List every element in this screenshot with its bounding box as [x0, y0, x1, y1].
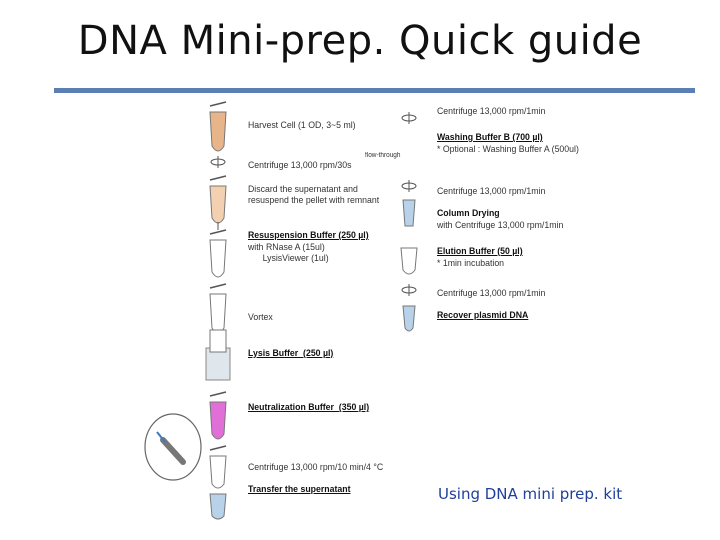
tube-neutralization-icon	[209, 445, 227, 489]
step-centrifuge-10min: Centrifuge 13,000 rpm/10 min/4 °C	[248, 462, 384, 473]
step-lysis-buffer: Lysis Buffer (250 µl)	[248, 348, 334, 359]
kit-note: Using DNA mini prep. kit	[438, 485, 623, 503]
right-tube-diagram	[400, 112, 418, 332]
tube-elution-icon	[400, 247, 418, 275]
rotor-icon	[401, 112, 417, 124]
flow-through-label: flow-through	[365, 152, 401, 159]
step-centrifuge-1min-c: Centrifuge 13,000 rpm/1min	[437, 288, 546, 299]
tube-resuspend-icon	[209, 229, 227, 278]
step-discard-supernatant: Discard the supernatant and resuspend th…	[248, 184, 380, 206]
step-recover-plasmid: Recover plasmid DNA	[437, 310, 529, 321]
title-divider	[54, 88, 695, 93]
step-column-drying-sub: with Centrifuge 13,000 rpm/1min	[437, 220, 564, 231]
tube-harvest-icon	[209, 101, 227, 152]
step-centrifuge-1min-a: Centrifuge 13,000 rpm/1min	[437, 106, 546, 117]
rotor-icon	[401, 180, 417, 192]
vortex-icon	[205, 329, 231, 381]
page-title: DNA Mini-prep. Quick guide	[77, 18, 643, 64]
spin-column-icon	[402, 199, 416, 227]
step-elution-sub: * 1min incubation	[437, 258, 505, 269]
step-resuspension-sub: with RNase A (15ul) LysisViewer (1ul)	[248, 242, 329, 264]
step-harvest: Harvest Cell (1 OD, 3~5 ml)	[248, 120, 356, 131]
tube-lysis-icon	[209, 391, 227, 440]
left-tube-diagram	[205, 101, 231, 520]
step-centrifuge-30s: Centrifuge 13,000 rpm/30s	[248, 160, 352, 171]
step-transfer-supernatant: Transfer the supernatant	[248, 484, 351, 495]
tube-recover-icon	[402, 305, 416, 332]
tube-transfer-icon	[209, 493, 227, 520]
step-resuspension-buffer: Resuspension Buffer (250 µl)	[248, 230, 369, 241]
step-centrifuge-1min-b: Centrifuge 13,000 rpm/1min	[437, 186, 546, 197]
step-neutralization-buffer: Neutralization Buffer (350 µl)	[248, 402, 370, 413]
step-vortex: Vortex	[248, 312, 273, 323]
rotor-icon	[210, 156, 226, 168]
inset-tube-icon	[144, 413, 202, 481]
tube-centrifuge-icon	[209, 175, 227, 224]
tube-buffer-icon	[209, 283, 227, 334]
protocol-left-column: Harvest Cell (1 OD, 3~5 ml) Centrifuge 1…	[198, 100, 388, 520]
step-washing-buffer-b: Washing Buffer B (700 µl)	[437, 132, 543, 143]
step-washing-optional: * Optional : Washing Buffer A (500ul)	[437, 144, 579, 155]
rotor-icon	[401, 284, 417, 296]
step-column-drying: Column Drying	[437, 208, 500, 219]
protocol-right-column: flow-through Centrifuge 13,000 rpm/1min …	[365, 100, 579, 340]
step-elution-buffer: Elution Buffer (50 µl)	[437, 246, 523, 257]
